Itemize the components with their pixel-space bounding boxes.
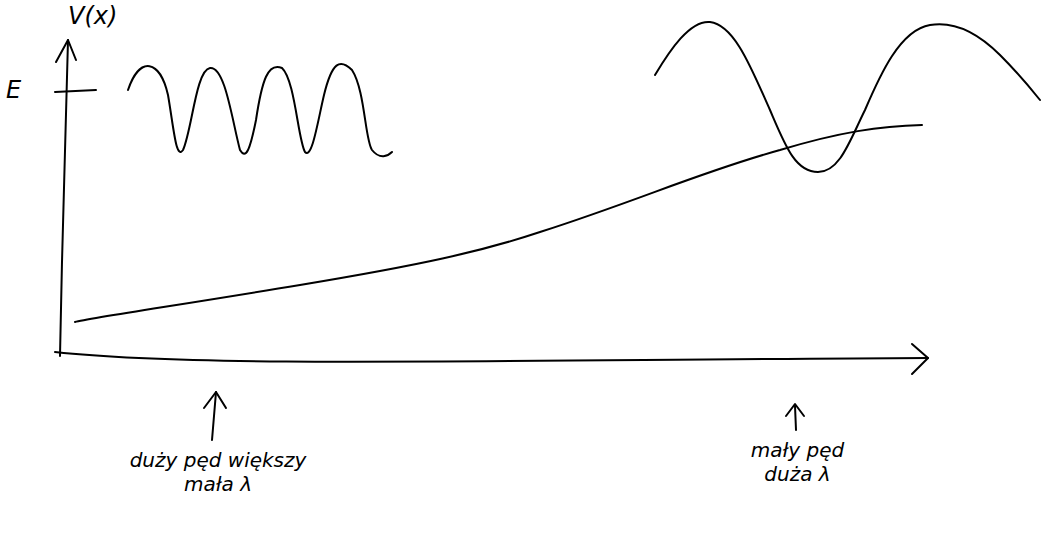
x-axis	[55, 352, 928, 362]
x-axis-arrowhead	[912, 344, 928, 374]
leader-arrow	[795, 406, 796, 430]
energy-label: E	[6, 76, 21, 105]
y-axis-arrowhead	[56, 40, 76, 62]
leader-arrowhead	[204, 392, 226, 408]
y-axis	[60, 40, 68, 356]
wavefunction-short	[128, 64, 392, 156]
wavefunction-long	[655, 22, 1040, 172]
leader-arrow	[212, 392, 216, 440]
potential-curve	[75, 125, 922, 322]
annotation: mały pęd duża λ	[735, 438, 860, 486]
axis-label: V(x)	[68, 2, 117, 31]
energy-tick	[55, 90, 96, 92]
annotation: duży pęd większy mała λ	[118, 448, 318, 496]
leader-arrowhead	[786, 404, 804, 416]
